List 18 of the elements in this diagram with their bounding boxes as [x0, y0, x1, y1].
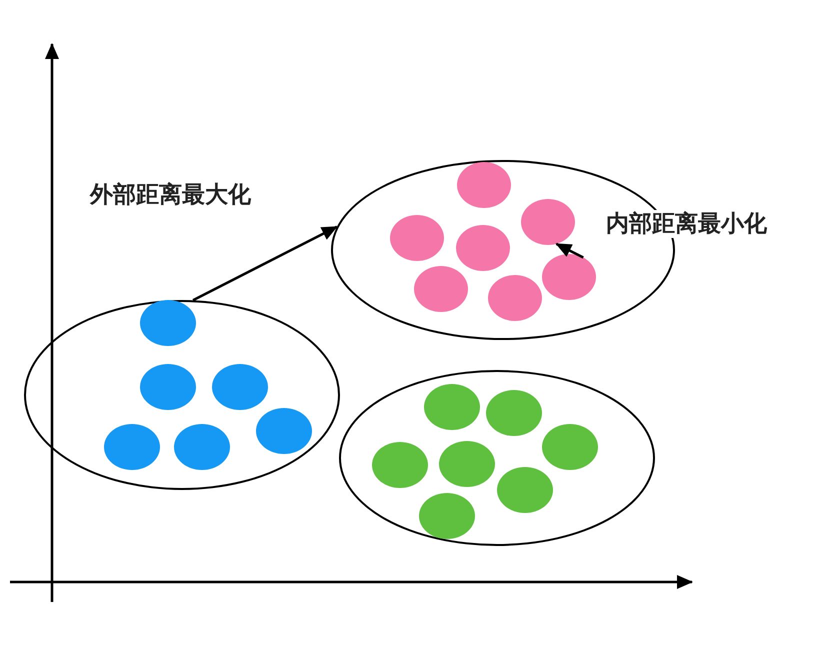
data-point [488, 275, 542, 321]
edge-label: 内部距离最小化 [604, 210, 769, 238]
cluster-ellipse [24, 300, 340, 490]
data-point [497, 467, 553, 513]
data-point [456, 225, 510, 271]
data-point [419, 493, 475, 539]
data-point [439, 441, 495, 487]
data-point [542, 254, 596, 300]
data-point [457, 162, 511, 208]
arrow [555, 242, 584, 259]
cluster-ellipse [339, 370, 655, 546]
data-point [390, 215, 444, 261]
data-point [256, 408, 312, 454]
data-point [521, 199, 575, 245]
arrow [192, 226, 338, 302]
data-point [414, 266, 468, 312]
data-point [140, 300, 196, 346]
cluster-ellipse [331, 160, 675, 340]
